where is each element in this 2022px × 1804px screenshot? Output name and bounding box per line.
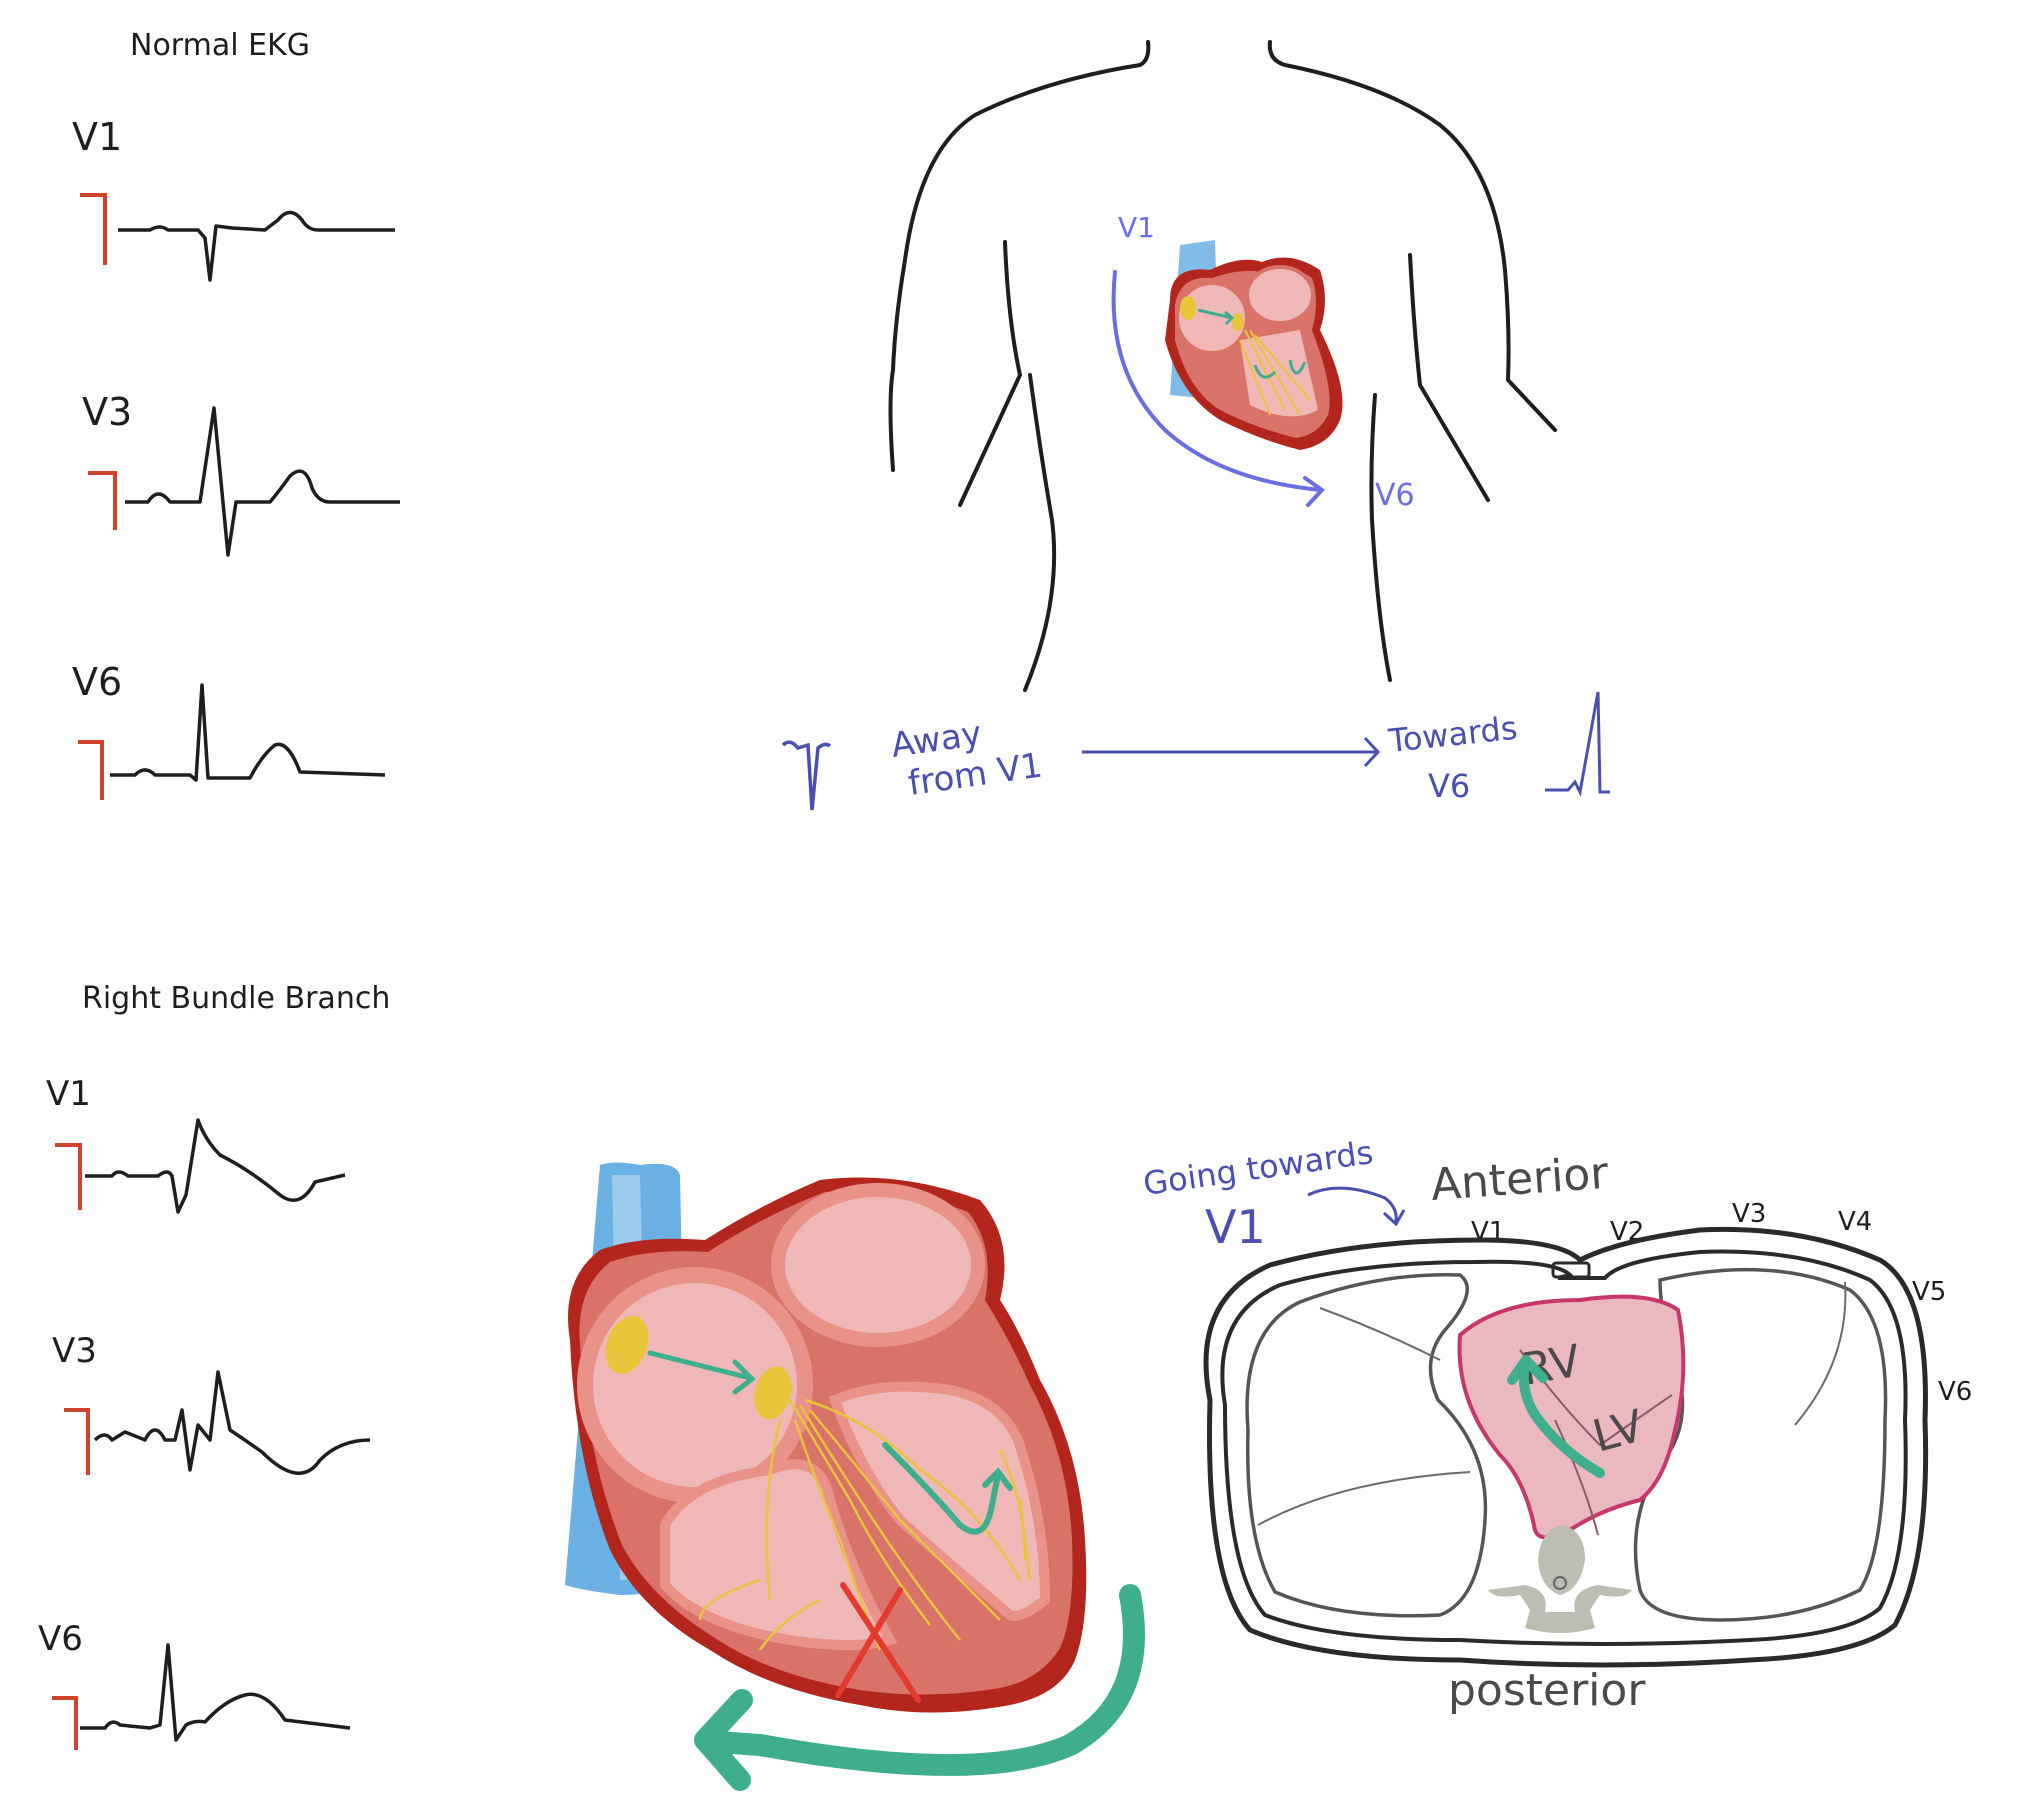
direction-legend: Away from V1 Towards V6 <box>781 691 1610 811</box>
torso-figure <box>888 40 1557 692</box>
normal-v6-trace <box>110 683 386 782</box>
normal-v3-trace <box>125 406 400 557</box>
rbbb-v1-trace <box>85 1118 346 1214</box>
normal-v6-calibration <box>78 740 104 800</box>
sternum <box>1551 1261 1591 1279</box>
small-heart-sa-node <box>1180 296 1196 320</box>
rbbb-v3-calibration <box>64 1408 90 1475</box>
rbbb-section: Right Bundle Branch V1 V3 V6 <box>38 981 390 1750</box>
left-lung <box>1633 1267 1888 1622</box>
torso-right-arm-inner <box>1408 253 1490 502</box>
large-heart-rotation-arrow <box>707 1584 1145 1776</box>
rbbb-v3-trace <box>93 1370 371 1475</box>
blocked-branch-x-icon <box>835 1582 921 1703</box>
going-towards-v1-text: V1 <box>1205 1200 1266 1254</box>
away-deflection-icon <box>781 740 832 811</box>
small-heart-av-node <box>1232 313 1244 331</box>
small-heart-left-atrium <box>1245 265 1315 325</box>
spinal-canal <box>1553 1576 1567 1590</box>
torso-v6-label: V6 <box>1375 478 1415 513</box>
small-heart-ventricles <box>1240 330 1318 417</box>
cs-lead-v4: V4 <box>1838 1207 1872 1237</box>
direction-arrow <box>1082 736 1381 768</box>
large-heart-left-atrium <box>771 1183 985 1347</box>
torso-lead-arrow: V1 V6 <box>1111 211 1415 513</box>
anterior-label: Anterior <box>1429 1148 1611 1211</box>
normal-ekg-title: Normal EKG <box>130 28 310 63</box>
rbbb-v6-calibration <box>52 1696 78 1750</box>
cs-lead-v6: V6 <box>1938 1377 1972 1407</box>
thorax-inner-wall <box>1220 1249 1908 1646</box>
torso-v1-label: V1 <box>1118 211 1155 244</box>
normal-v6-label: V6 <box>72 660 122 704</box>
cross-section-conduction-arrow <box>1507 1355 1605 1478</box>
rbbb-v1-label: V1 <box>46 1074 91 1114</box>
going-towards-text: Going towards <box>1141 1133 1376 1203</box>
large-heart-av-arrow <box>647 1350 756 1395</box>
large-heart-av-node <box>754 1366 792 1420</box>
large-heart-lv-arrow <box>882 1442 1013 1535</box>
normal-v1-calibration <box>80 193 107 265</box>
large-heart-conduction-fibers <box>698 1398 1032 1651</box>
normal-v3-calibration <box>88 471 117 530</box>
towards-deflection-icon <box>1545 691 1610 797</box>
rbbb-v1-calibration <box>55 1143 82 1210</box>
rbbb-v6-trace <box>80 1643 351 1742</box>
posterior-label: posterior <box>1448 1665 1646 1716</box>
rbbb-title: Right Bundle Branch <box>82 981 390 1016</box>
thorax-outer-wall <box>1203 1226 1929 1668</box>
normal-ekg-section: Normal EKG V1 V3 V6 <box>72 28 400 800</box>
small-heart-green-curve <box>1253 359 1307 379</box>
small-heart-green-arrow <box>1197 308 1235 326</box>
towards-text-line2: V6 <box>1428 767 1470 805</box>
chest-cross-section: Going towards V1 Anterior V1 V2 V3 V4 V5… <box>1141 1133 1973 1716</box>
torso-left-arm-inner <box>958 240 1023 507</box>
rbbb-v6-label: V6 <box>38 1619 83 1659</box>
vertebra <box>1488 1585 1632 1633</box>
heart-cross-section <box>1457 1294 1686 1540</box>
cs-lead-v3: V3 <box>1732 1199 1766 1229</box>
normal-v3-label: V3 <box>82 390 132 434</box>
torso-right-side <box>1369 393 1392 682</box>
torso-v1-to-v6-arrow <box>1111 270 1326 507</box>
large-heart-sa-node <box>605 1315 649 1375</box>
rbbb-v3-label: V3 <box>52 1331 97 1371</box>
normal-v1-trace <box>118 210 395 282</box>
small-heart-right-atrium <box>1175 281 1249 355</box>
large-heart-right-ventricle <box>660 1459 898 1650</box>
small-heart-illustration <box>1165 240 1343 450</box>
normal-v1-label: V1 <box>72 115 122 159</box>
torso-left-outline <box>888 40 1151 472</box>
torso-left-side <box>1023 373 1057 692</box>
right-lung <box>1245 1272 1488 1618</box>
vertebral-body <box>1538 1525 1585 1595</box>
torso-right-outline <box>1267 40 1557 432</box>
large-heart-rotation-arrowhead <box>694 1689 753 1791</box>
cs-lead-v5: V5 <box>1912 1277 1946 1307</box>
going-towards-arrow <box>1307 1186 1406 1227</box>
left-lung-fissure <box>1794 1281 1847 1426</box>
towards-text-line1: Towards <box>1386 709 1519 760</box>
right-lung-fissure <box>1257 1307 1471 1526</box>
large-heart-illustration <box>565 1162 1145 1791</box>
